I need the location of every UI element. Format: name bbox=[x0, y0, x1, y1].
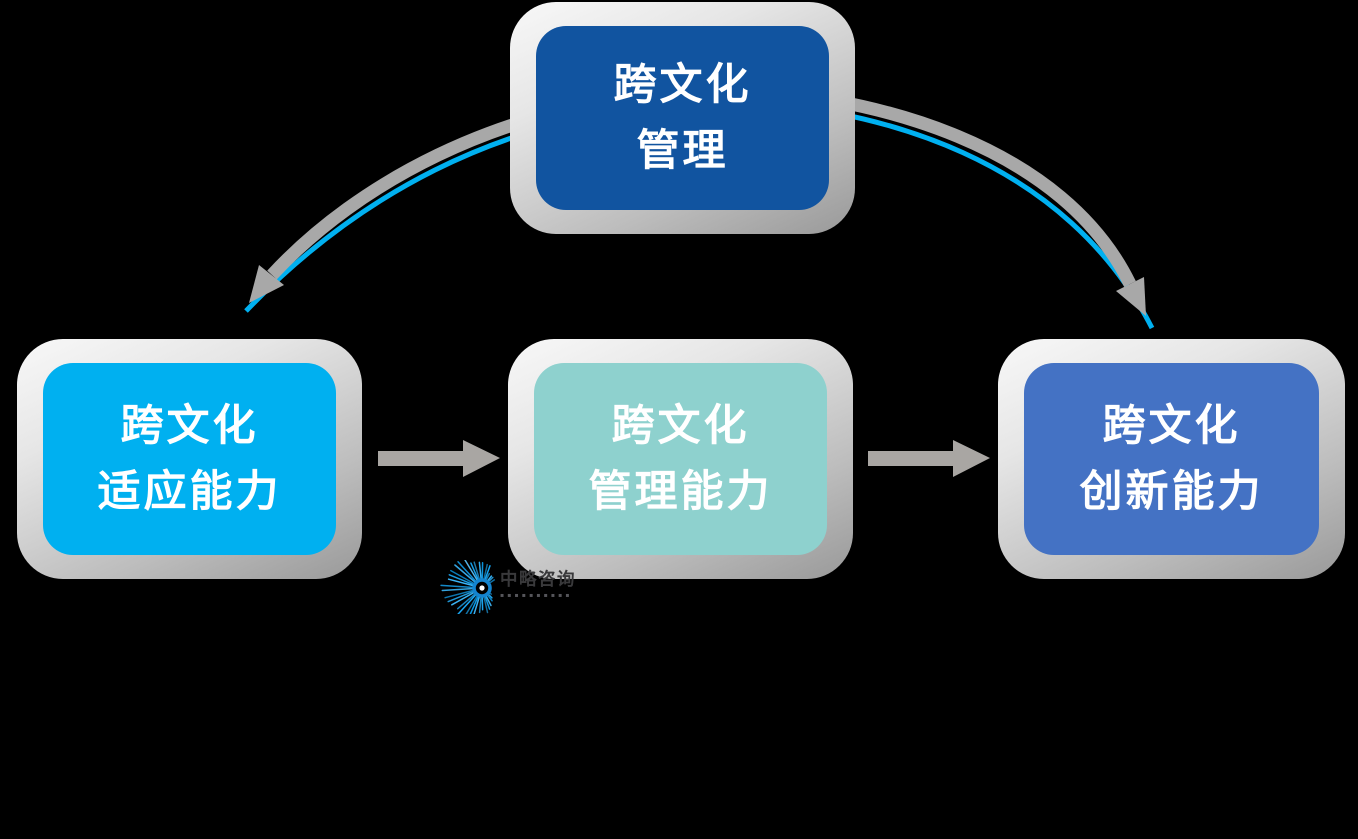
node-label-line: 跨文化 bbox=[120, 400, 259, 451]
eye-pupil-icon bbox=[479, 585, 485, 591]
logo-watermark: 中略咨询 ▪▪▪▪▪▪▪▪▪▪ bbox=[440, 560, 576, 614]
node-innovation-ability-fill: 跨文化 创新能力 bbox=[1024, 363, 1319, 555]
node-management-ability-fill: 跨文化 管理能力 bbox=[534, 363, 827, 555]
arrow-middle-to-right-icon bbox=[868, 440, 990, 477]
node-label-line: 跨文化 bbox=[613, 59, 752, 110]
eye-ring-icon bbox=[472, 578, 492, 598]
node-label-line: 管理 bbox=[636, 126, 729, 176]
eye-starburst-icon bbox=[440, 560, 496, 614]
node-adaptation-ability: 跨文化 适应能力 bbox=[17, 339, 362, 579]
logo-name: 中略咨询 bbox=[500, 570, 576, 590]
node-label-line: 管理能力 bbox=[588, 467, 773, 517]
curved-arrow-right-head-icon bbox=[1116, 277, 1146, 316]
node-adaptation-ability-fill: 跨文化 适应能力 bbox=[43, 363, 336, 555]
logo-text: 中略咨询 ▪▪▪▪▪▪▪▪▪▪ bbox=[500, 560, 576, 599]
node-label-line: 跨文化 bbox=[611, 400, 750, 451]
curved-arrow-left-head-icon bbox=[249, 265, 284, 303]
node-cross-cultural-management: 跨文化 管理 bbox=[510, 2, 855, 234]
node-label-line: 跨文化 bbox=[1102, 400, 1241, 451]
node-label-line: 创新能力 bbox=[1079, 467, 1264, 517]
arrow-left-to-middle-icon bbox=[378, 440, 500, 477]
logo-tagline: ▪▪▪▪▪▪▪▪▪▪ bbox=[500, 591, 573, 599]
node-label-line: 适应能力 bbox=[97, 467, 282, 517]
node-cross-cultural-management-fill: 跨文化 管理 bbox=[536, 26, 829, 210]
node-management-ability: 跨文化 管理能力 bbox=[508, 339, 853, 579]
node-innovation-ability: 跨文化 创新能力 bbox=[998, 339, 1345, 579]
